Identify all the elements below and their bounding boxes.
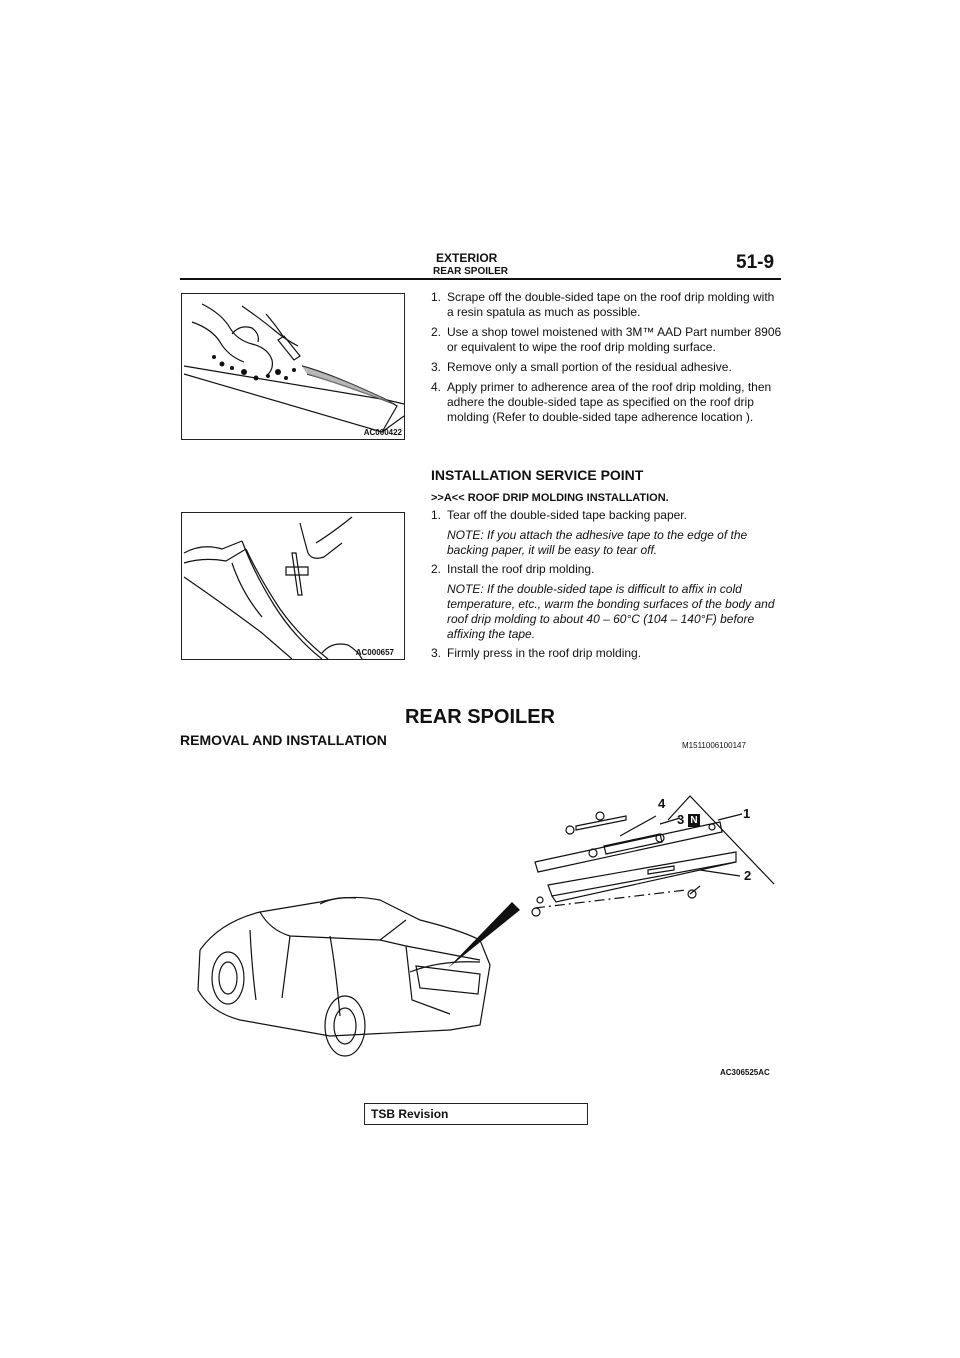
list-item: 4.Apply primer to adherence area of the … — [431, 380, 772, 424]
document-id: M1511006100147 — [682, 741, 746, 750]
scraping-illustration — [183, 303, 405, 433]
list-item: 3.Firmly press in the roof drip molding. — [431, 646, 642, 660]
callout-1: 1 — [743, 806, 751, 821]
figure-rear-spoiler-exploded: 4 3 N 1 2 AC306525AC — [180, 790, 780, 1090]
list-item: 1.Tear off the double-sided tape backing… — [431, 508, 687, 522]
list-item: 3.Remove only a small portion of the res… — [431, 360, 732, 374]
figure-code: AC306525AC — [720, 1068, 770, 1077]
section-title: EXTERIOR — [436, 251, 498, 265]
installation-steps: 1.Tear off the double-sided tape backing… — [431, 508, 783, 666]
note: NOTE: If you attach the adhesive tape to… — [447, 528, 748, 557]
header-rule — [180, 278, 781, 280]
list-item: 1.Scrape off the double-sided tape on th… — [431, 290, 775, 319]
note: NOTE: If the double-sided tape is diffic… — [447, 582, 775, 641]
molding-illustration — [183, 516, 363, 660]
figure-code: AC000422 — [363, 428, 402, 437]
callout-4: 4 — [658, 796, 666, 811]
page-number: 51-9 — [736, 252, 775, 273]
installation-subheading: >>A<< ROOF DRIP MOLDING INSTALLATION. — [431, 492, 669, 504]
callout-3: 3 — [677, 812, 685, 827]
page-title: REAR SPOILER — [404, 706, 556, 728]
removal-steps: 1.Scrape off the double-sided tape on th… — [431, 290, 783, 430]
new-part-badge: N — [688, 814, 700, 827]
list-item: 2.Use a shop towel moistened with 3M™ AA… — [431, 325, 782, 354]
removal-installation-heading: REMOVAL AND INSTALLATION — [180, 732, 387, 748]
callout-2: 2 — [744, 868, 752, 883]
rear-spoiler-illustration — [197, 795, 775, 1057]
figure-code: AC000657 — [355, 648, 394, 657]
section-subtitle: REAR SPOILER — [433, 266, 509, 277]
figure-scraping-tape: AC000422 — [181, 293, 405, 440]
tsb-revision-label: TSB Revision — [371, 1107, 449, 1121]
list-item: 2.Install the roof drip molding. — [431, 562, 595, 576]
installation-heading: INSTALLATION SERVICE POINT — [431, 467, 644, 483]
figure-molding-install: AC000657 — [181, 512, 405, 660]
tsb-revision-box: TSB Revision — [364, 1103, 588, 1125]
